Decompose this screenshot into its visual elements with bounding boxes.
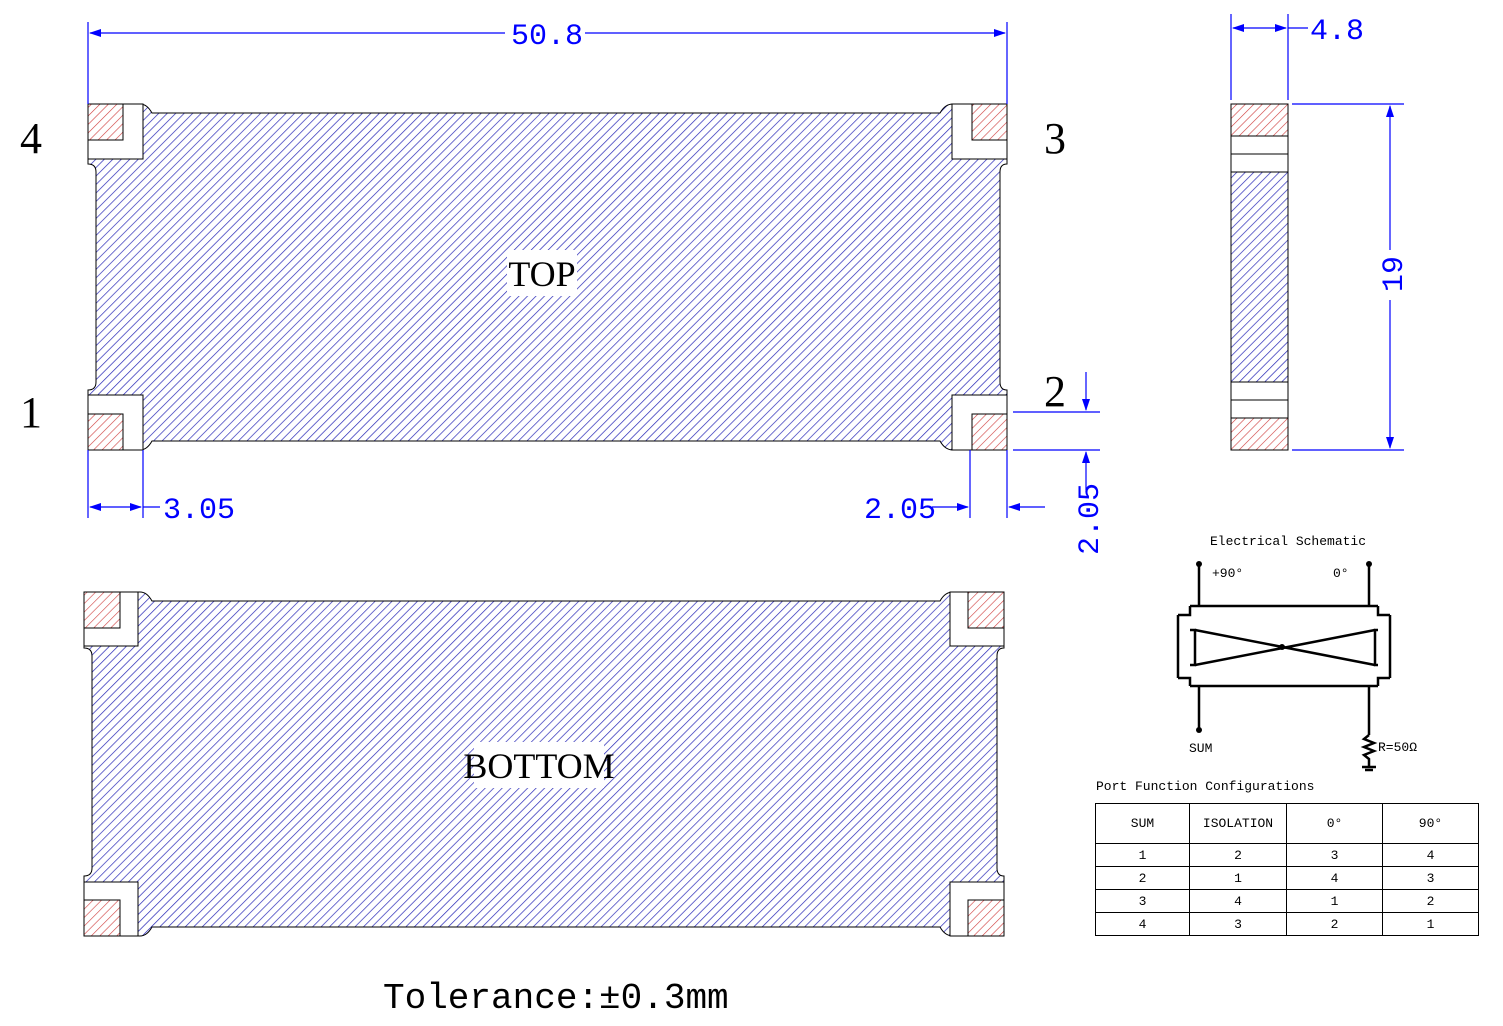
table-cell: 3	[1095, 889, 1190, 913]
port-2-label: 2	[1044, 367, 1066, 416]
dimension-width	[1292, 103, 1404, 451]
bottom-label: BOTTOM	[463, 746, 614, 786]
top-pad-3	[951, 103, 1008, 160]
schematic-label-0: 0°	[1333, 566, 1349, 581]
table-header-sum: SUM	[1095, 803, 1190, 844]
table-header-row: SUM ISOLATION 0° 90°	[1095, 803, 1479, 844]
bottom-view: BOTTOM	[83, 591, 1005, 937]
table-header-90deg: 90°	[1382, 803, 1479, 844]
table-header-isolation: ISOLATION	[1189, 803, 1287, 844]
table-row: 4 3 2 1	[1095, 912, 1479, 936]
table-cell: 2	[1189, 843, 1287, 867]
electrical-schematic: Electrical Schematic +90° 0°	[1176, 534, 1417, 772]
top-view: TOP	[87, 103, 1008, 451]
dimension-thickness	[1230, 14, 1308, 100]
dimension-pad-vertical	[1013, 372, 1100, 490]
table-cell: 3	[1286, 843, 1383, 867]
tolerance-note: Tolerance:±0.3mm	[383, 978, 729, 1019]
table-cell: 3	[1189, 912, 1287, 936]
port-4-label: 4	[20, 114, 42, 163]
dimension-pad-right-value: 2.05	[864, 494, 936, 528]
port-1-label: 1	[20, 388, 42, 437]
schematic-title: Electrical Schematic	[1210, 534, 1366, 549]
dimension-pad-right	[932, 450, 1045, 518]
dimension-length-value: 50.8	[511, 20, 583, 54]
bottom-pad-bl	[83, 881, 139, 937]
table-row: 2 1 4 3	[1095, 866, 1479, 890]
table-cell: 2	[1095, 866, 1190, 890]
port-3-label: 3	[1044, 114, 1066, 163]
table-cell: 2	[1286, 912, 1383, 936]
table-row: 3 4 1 2	[1095, 889, 1479, 913]
dimension-thickness-value: 4.8	[1310, 15, 1364, 49]
top-pad-4	[87, 103, 144, 160]
side-view	[1230, 103, 1289, 451]
table-cell: 1	[1189, 866, 1287, 890]
table-cell: 2	[1382, 889, 1479, 913]
dimension-pad-left	[87, 450, 160, 518]
dimension-pad-vertical-value: 2.05	[1074, 483, 1108, 555]
table-row: 1 2 3 4	[1095, 843, 1479, 867]
top-pad-2	[951, 394, 1008, 451]
port-function-table: SUM ISOLATION 0° 90° 1 2 3 4 2 1 4 3 3 4…	[1095, 803, 1479, 936]
table-cell: 4	[1382, 843, 1479, 867]
port-table-title: Port Function Configurations	[1096, 779, 1315, 794]
table-cell: 4	[1095, 912, 1190, 936]
schematic-label-r: R=50Ω	[1378, 740, 1417, 755]
bottom-pad-tl	[83, 591, 139, 647]
bottom-pad-tr	[949, 591, 1005, 647]
table-header-0deg: 0°	[1286, 803, 1383, 844]
table-cell: 1	[1286, 889, 1383, 913]
top-label: TOP	[508, 254, 575, 294]
table-cell: 1	[1382, 912, 1479, 936]
dimension-width-value: 19	[1378, 256, 1412, 292]
schematic-label-sum: SUM	[1189, 741, 1212, 756]
table-cell: 3	[1382, 866, 1479, 890]
dimension-length	[87, 22, 1008, 104]
table-cell: 4	[1286, 866, 1383, 890]
dimension-pad-left-value: 3.05	[163, 494, 235, 528]
schematic-label-90: +90°	[1212, 566, 1243, 581]
table-cell: 1	[1095, 843, 1190, 867]
bottom-pad-br	[949, 881, 1005, 937]
top-pad-1	[87, 394, 144, 451]
table-cell: 4	[1189, 889, 1287, 913]
